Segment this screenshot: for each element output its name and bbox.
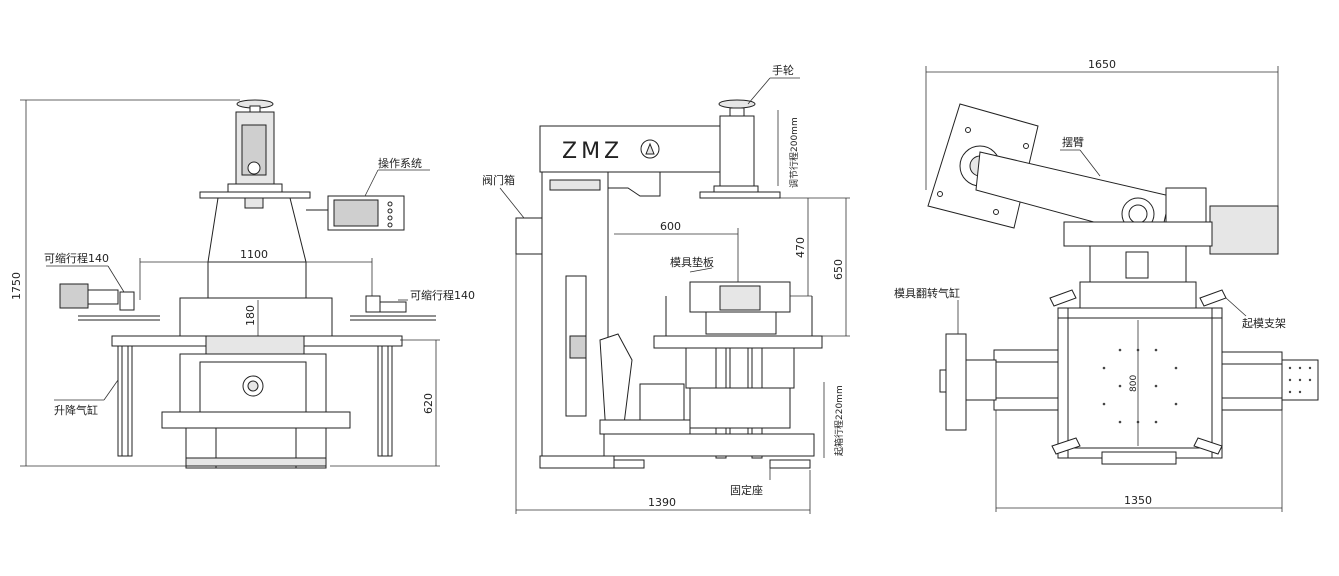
dim-base-620: 620 <box>422 393 435 414</box>
label-stroke-right: 可缩行程140 <box>410 289 475 302</box>
dim-depth-600: 600 <box>660 220 681 233</box>
dim-total-length: 1390 <box>648 496 676 509</box>
label-swing-arm: 摆臂 <box>1062 135 1084 149</box>
dim-center-800: 800 <box>1129 375 1139 392</box>
dim-demold-stroke: 起箱行程220mm <box>833 385 845 456</box>
top-view: 1650 摆臂 <box>894 58 1319 512</box>
label-stroke-left: 可缩行程140 <box>44 252 109 265</box>
dim-table-width: 1350 <box>1124 494 1152 507</box>
dim-total-height: 1750 <box>10 272 23 300</box>
label-lift-support: 起模支架 <box>1242 317 1286 330</box>
label-lift-cylinder: 升降气缸 <box>54 403 98 417</box>
label-fixed-base: 固定座 <box>730 483 763 497</box>
label-mold-flip-cylinder: 模具翻转气缸 <box>894 286 960 300</box>
dim-height-470: 470 <box>794 237 807 258</box>
label-operation-system: 操作系统 <box>378 156 422 170</box>
dim-total-width: 1650 <box>1088 58 1116 71</box>
dim-height-650: 650 <box>832 259 845 280</box>
side-logo: ZMZ <box>562 139 623 164</box>
label-valve-box: 阀门箱 <box>482 173 515 187</box>
label-mold-pad: 模具垫板 <box>670 255 714 269</box>
dim-cylinder-180: 180 <box>244 305 257 326</box>
dim-width-1100: 1100 <box>240 248 268 261</box>
dim-adjust-stroke: 调节行程200mm <box>788 117 800 188</box>
side-view: ZMZ 手轮 调节行程200mm 阀门箱 600 47 <box>482 63 850 514</box>
label-handwheel: 手轮 <box>772 63 794 77</box>
front-view: 1750 操作系统 1100 <box>10 99 475 469</box>
